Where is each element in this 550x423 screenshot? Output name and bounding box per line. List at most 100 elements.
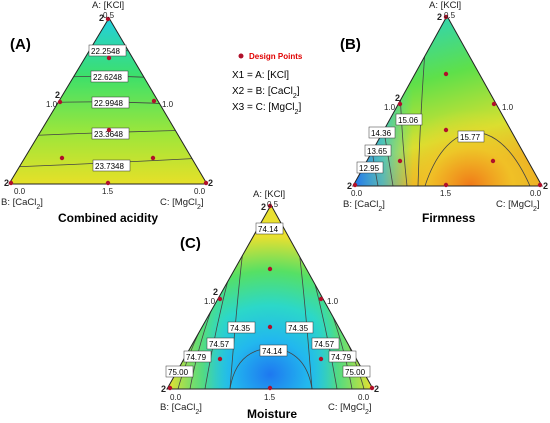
panel-a-corner-right: 2: [208, 178, 213, 188]
legend-x2: X2 = B: [CaCl2]: [232, 86, 300, 100]
panel-c-letter: (C): [180, 235, 201, 252]
design-point: [106, 55, 112, 61]
panel-b-left-mid: 1.0: [384, 103, 396, 112]
panel-a-bottom-left-value: 0.0: [14, 187, 26, 196]
panel-a: (A) 22.2548 22.6248 22.9948 23.3648 23.7…: [1, 0, 213, 225]
panel-b-bottom-left-value: 0.0: [351, 189, 363, 198]
design-point: [8, 180, 14, 186]
panel-c-corner-right: 2: [374, 384, 379, 394]
panel-b-right-axis-label: C: [MgCl2]: [496, 199, 540, 213]
legend-design-point-marker: [238, 53, 244, 59]
panel-c-contour-labels: 74.14 74.35 74.35 74.57 74.57 74.14 74.7…: [165, 222, 371, 378]
panel-c-contour-left-2: [204, 271, 231, 389]
design-point: [105, 180, 111, 186]
panel-b-bottom-mid: 1.5: [440, 189, 452, 198]
contour-label: 74.14: [262, 347, 283, 356]
design-point: [267, 266, 273, 272]
panel-b-response-title: Firmness: [422, 211, 476, 225]
panel-a-left-mid-count: 2: [55, 90, 60, 100]
panel-c-left-axis-label: B: [CaCl2]: [160, 402, 202, 416]
legend: Design Points X1 = A: [KCl] X2 = B: [CaC…: [232, 52, 303, 116]
panel-a-left-mid: 1.0: [46, 100, 58, 109]
contour-label: 74.14: [258, 225, 279, 234]
panel-b-left-axis-label: B: [CaCl2]: [343, 199, 385, 213]
design-point: [318, 356, 324, 362]
design-point: [203, 180, 209, 186]
design-point: [151, 98, 157, 104]
panel-b-top-value: 0.5: [444, 11, 456, 20]
panel-c-top-axis-label: A: [KCl]: [253, 189, 285, 200]
panel-b-right-mid: 1.0: [502, 103, 514, 112]
design-point: [537, 182, 543, 188]
panel-a-top-value: 0.5: [103, 11, 115, 20]
contour-label: 22.6248: [93, 73, 122, 82]
design-point: [167, 385, 173, 391]
contour-label: 15.77: [460, 133, 481, 142]
contour-label: 14.36: [371, 129, 392, 138]
design-point: [217, 356, 223, 362]
panel-b-corner-left: 2: [347, 181, 352, 191]
design-point: [106, 127, 112, 133]
contour-label: 22.2548: [91, 47, 120, 56]
panel-c-response-title: Moisture: [247, 407, 297, 421]
contour-label: 22.9948: [94, 99, 123, 108]
design-point: [267, 324, 273, 330]
panel-c-bottom-right-value: 0.0: [358, 393, 370, 402]
legend-x1: X1 = A: [KCl]: [232, 70, 289, 81]
panel-c-bottom-left-value: 0.0: [170, 393, 182, 402]
design-point: [217, 296, 223, 302]
panel-c-right-mid: 1.0: [327, 297, 339, 306]
panel-b-letter: (B): [340, 36, 361, 53]
design-point: [105, 16, 111, 22]
panel-b-top-axis-label: A: [KCl]: [429, 0, 461, 11]
design-point: [369, 385, 375, 391]
design-point: [57, 99, 63, 105]
contour-label: 23.3648: [94, 130, 123, 139]
panel-c-top-value: 0.5: [267, 200, 279, 209]
legend-design-points-label: Design Points: [249, 52, 303, 61]
panel-c-contour-left-1: [229, 249, 244, 389]
design-point: [352, 182, 358, 188]
design-point: [150, 155, 156, 161]
panel-a-left-axis-label: B: [CaCl2]: [1, 197, 43, 211]
contour-label: 15.06: [398, 116, 419, 125]
panel-c-right-axis-label: C: [MgCl2]: [328, 402, 372, 416]
panel-c: (C) 74.14 74.35 74.35: [160, 189, 379, 421]
panel-b-bottom-right-value: 0.0: [530, 189, 542, 198]
panel-b-design-points: [352, 14, 543, 188]
contour-label: 74.35: [288, 324, 309, 333]
design-point: [267, 203, 273, 209]
design-point: [59, 155, 65, 161]
legend-x3: X3 = C: [MgCl2]: [232, 102, 301, 116]
design-point: [490, 158, 496, 164]
panel-a-response-title: Combined acidity: [58, 211, 158, 225]
contour-label: 74.79: [331, 353, 352, 362]
panel-a-design-points: [8, 16, 209, 186]
contour-label: 12.95: [359, 164, 380, 173]
panel-a-corner-left: 2: [4, 178, 9, 188]
panel-a-right-axis-label: C: [MgCl2]: [160, 197, 204, 211]
panel-b-left-mid-count: 2: [395, 93, 400, 103]
panel-b-corner-right: 2: [543, 181, 548, 191]
panel-c-bottom-mid: 1.5: [264, 393, 276, 402]
contour-label: 74.57: [314, 340, 335, 349]
panel-b: (B) 12.95 13.65 14.36 15.06 15.77: [340, 0, 548, 225]
panel-b-top-count: 2: [437, 12, 442, 22]
contour-label: 74.79: [186, 353, 207, 362]
panel-c-design-points: [167, 203, 375, 391]
contour-label: 74.57: [209, 340, 230, 349]
contour-label: 74.35: [230, 324, 251, 333]
panel-a-right-mid: 1.0: [162, 100, 174, 109]
design-point: [443, 71, 449, 77]
panel-c-top-count: 2: [261, 202, 266, 212]
panel-a-bottom-mid: 1.5: [102, 187, 114, 196]
design-point: [443, 182, 449, 188]
contour-label: 75.00: [345, 368, 366, 377]
design-point: [443, 127, 449, 133]
panel-a-letter: (A): [10, 36, 31, 53]
contour-label: 23.7348: [95, 162, 124, 171]
contour-label: 75.00: [168, 368, 189, 377]
panel-c-left-mid-count: 2: [213, 287, 218, 297]
design-point: [267, 385, 273, 391]
